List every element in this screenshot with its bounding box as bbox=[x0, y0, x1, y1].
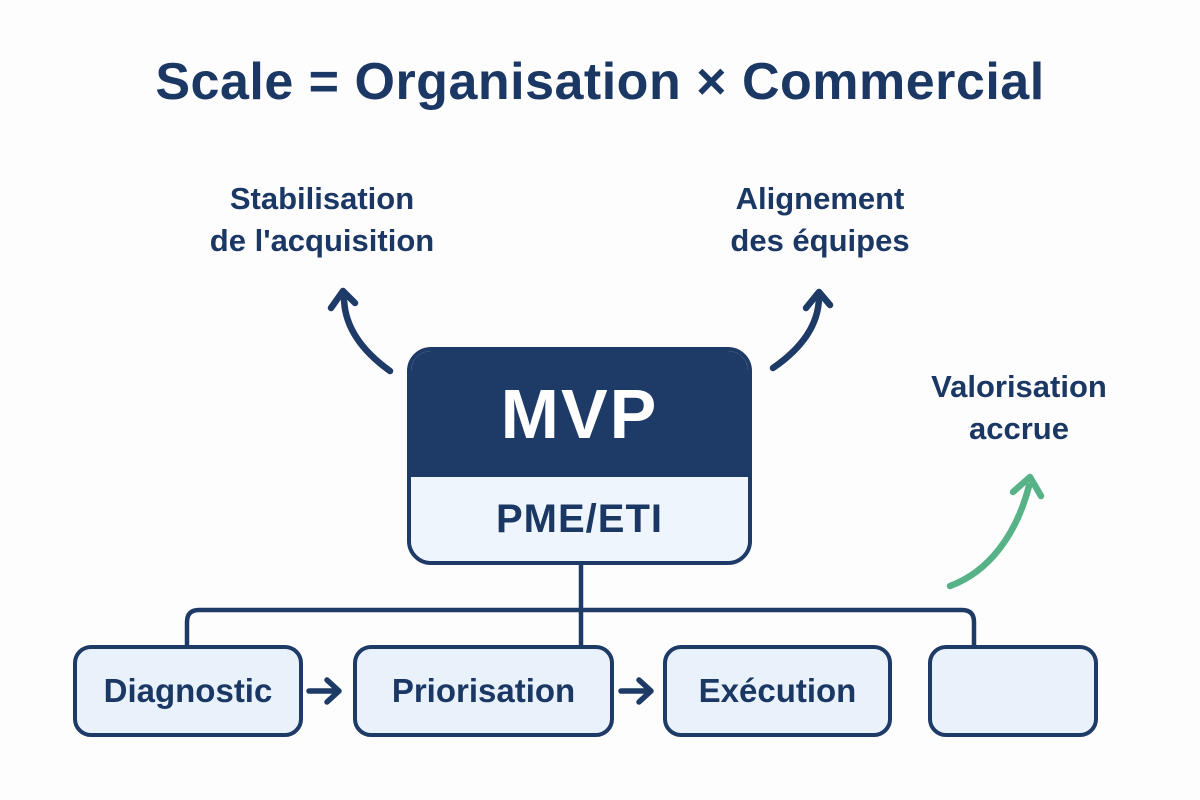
mvp-subtitle: PME/ETI bbox=[495, 496, 664, 541]
step-box-diagnostic: Diagnostic bbox=[73, 645, 303, 737]
curved-arrow-left-icon bbox=[327, 287, 394, 375]
label-alignement-line1: Alignement bbox=[735, 181, 905, 216]
step-arrow-2-icon bbox=[618, 677, 654, 705]
step-arrow-1-icon bbox=[306, 677, 342, 705]
step-label: Exécution bbox=[698, 672, 857, 709]
label-valorisation: Valorisation accrue bbox=[869, 366, 1169, 450]
mvp-title: MVP bbox=[500, 375, 659, 453]
curved-arrow-green-icon bbox=[946, 473, 1045, 590]
step-box-execution: Exécution bbox=[663, 645, 892, 737]
label-stabilisation: Stabilisation de l'acquisition bbox=[122, 178, 522, 262]
label-stabilisation-line1: Stabilisation bbox=[229, 181, 415, 216]
label-valorisation-line2: accrue bbox=[969, 411, 1069, 446]
step-label: Priorisation bbox=[391, 672, 576, 709]
mvp-card-footer: PME/ETI bbox=[411, 477, 748, 561]
step-box-priorisation: Priorisation bbox=[353, 645, 614, 737]
mvp-card: MVP PME/ETI bbox=[407, 347, 752, 565]
step-label: Diagnostic bbox=[103, 672, 273, 709]
mvp-card-header: MVP bbox=[411, 351, 748, 477]
label-stabilisation-line2: de l'acquisition bbox=[209, 223, 435, 258]
connector-distribution-bar bbox=[184, 607, 977, 649]
label-alignement-line2: des équipes bbox=[730, 223, 910, 258]
page-title: Scale = Organisation × Commercial bbox=[155, 53, 1045, 111]
label-valorisation-line1: Valorisation bbox=[931, 369, 1107, 404]
label-alignement: Alignement des équipes bbox=[620, 178, 1020, 262]
curved-arrow-right-icon bbox=[769, 288, 834, 372]
step-box-empty bbox=[928, 645, 1098, 737]
